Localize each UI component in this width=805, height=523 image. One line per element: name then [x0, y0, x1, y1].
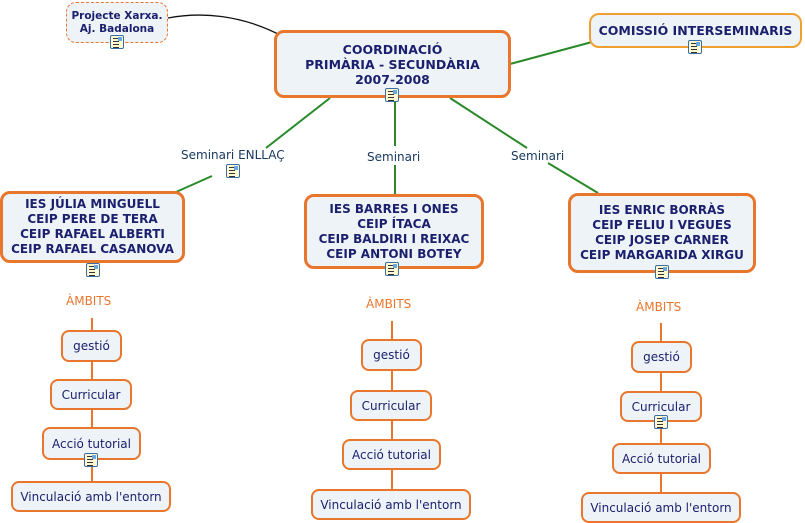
ambit-label: gestió [373, 348, 410, 362]
note-icon[interactable] [688, 40, 702, 54]
ambit-label: Vinculació amb l'entorn [320, 497, 462, 512]
school-name: CEIP BALDIRI I REIXAC [318, 231, 470, 246]
ambit-label: Acció tutorial [52, 436, 131, 451]
seminar-label-3: Seminari [511, 149, 565, 163]
note-icon[interactable] [385, 262, 399, 276]
project-line-2: Aj. Badalona [79, 22, 155, 35]
ambit-label: gestió [643, 350, 680, 364]
school-group-1[interactable]: IES JÚLIA MINGUELL CEIP PERE DE TERA CEI… [0, 191, 185, 263]
school-name: IES ENRIC BORRÀS [598, 203, 726, 217]
ambit-entorn-3[interactable]: Vinculació amb l'entorn [581, 492, 741, 523]
ambit-label: Acció tutorial [622, 451, 701, 466]
school-name: CEIP PERE DE TERA [27, 212, 158, 226]
school-group-2[interactable]: IES BARRES I ONES CEIP ÍTACA CEIP BALDIR… [304, 194, 484, 269]
ambit-gestio-3[interactable]: gestió [631, 341, 692, 373]
ambit-tutorial-3[interactable]: Acció tutorial [612, 443, 711, 474]
central-node[interactable]: COORDINACIÓ PRIMÀRIA - SECUNDÀRIA 2007-2… [274, 30, 511, 98]
school-name: IES BARRES I ONES [329, 201, 459, 216]
seminar-label-2: Seminari [367, 150, 421, 164]
ambit-label: Curricular [361, 398, 421, 413]
seminar-label-1: Seminari ENLLAÇ [181, 148, 285, 162]
note-icon[interactable] [655, 265, 669, 279]
school-name: CEIP RAFAEL ALBERTI [20, 227, 165, 241]
note-icon[interactable] [84, 453, 98, 467]
ambit-label: Vinculació amb l'entorn [590, 500, 732, 515]
link-seminar1-group1 [175, 175, 213, 193]
note-icon[interactable] [226, 164, 240, 178]
ambit-gestio-1[interactable]: gestió [61, 330, 122, 362]
ambit-label: Curricular [631, 399, 691, 414]
school-name: CEIP JOSEP CARNER [595, 233, 729, 247]
school-name: CEIP MARGARIDA XIRGU [580, 248, 744, 262]
ambit-entorn-1[interactable]: Vinculació amb l'entorn [11, 481, 171, 512]
school-name: IES JÚLIA MINGUELL [25, 197, 160, 211]
ambit-label: Vinculació amb l'entorn [20, 489, 162, 504]
central-line-2: PRIMÀRIA - SECUNDÀRIA [305, 56, 480, 72]
link-central-seminar1 [265, 97, 331, 149]
commission-label: COMISSIÓ INTERSEMINARIS [598, 23, 793, 38]
link-seminar3-group3 [547, 162, 599, 194]
central-line-1: COORDINACIÓ [342, 41, 443, 57]
ambit-curricular-1[interactable]: Curricular [50, 379, 132, 410]
project-line-1: Projecte Xarxa. [71, 9, 163, 22]
school-name: CEIP ÍTACA [357, 216, 431, 231]
school-group-3[interactable]: IES ENRIC BORRÀS CEIP FELIU I VEGUES CEI… [568, 193, 756, 273]
commission-node[interactable]: COMISSIÓ INTERSEMINARIS [589, 13, 802, 48]
central-line-3: 2007-2008 [355, 71, 430, 87]
note-icon[interactable] [654, 415, 668, 429]
link-project-central [167, 14, 283, 37]
ambit-label: gestió [73, 339, 110, 353]
ambits-label-1: ÀMBITS [66, 294, 112, 308]
ambit-curricular-2[interactable]: Curricular [350, 390, 432, 421]
ambit-gestio-2[interactable]: gestió [361, 339, 422, 371]
ambit-label: Acció tutorial [352, 447, 431, 462]
ambits-label-3: ÀMBITS [636, 300, 682, 314]
ambit-label: Curricular [61, 387, 121, 402]
note-icon[interactable] [385, 88, 399, 102]
ambit-tutorial-2[interactable]: Acció tutorial [342, 439, 441, 470]
school-name: CEIP FELIU I VEGUES [592, 218, 732, 232]
school-name: CEIP ANTONI BOTEY [326, 246, 462, 261]
ambits-label-2: ÀMBITS [366, 297, 412, 311]
school-name: CEIP RAFAEL CASANOVA [11, 242, 174, 256]
ambit-entorn-2[interactable]: Vinculació amb l'entorn [311, 489, 471, 520]
link-central-seminar3 [449, 97, 528, 149]
ambit-curricular-3[interactable]: Curricular [620, 391, 702, 422]
note-icon[interactable] [110, 35, 124, 49]
note-icon[interactable] [86, 263, 100, 277]
link-central-commission [509, 41, 593, 65]
